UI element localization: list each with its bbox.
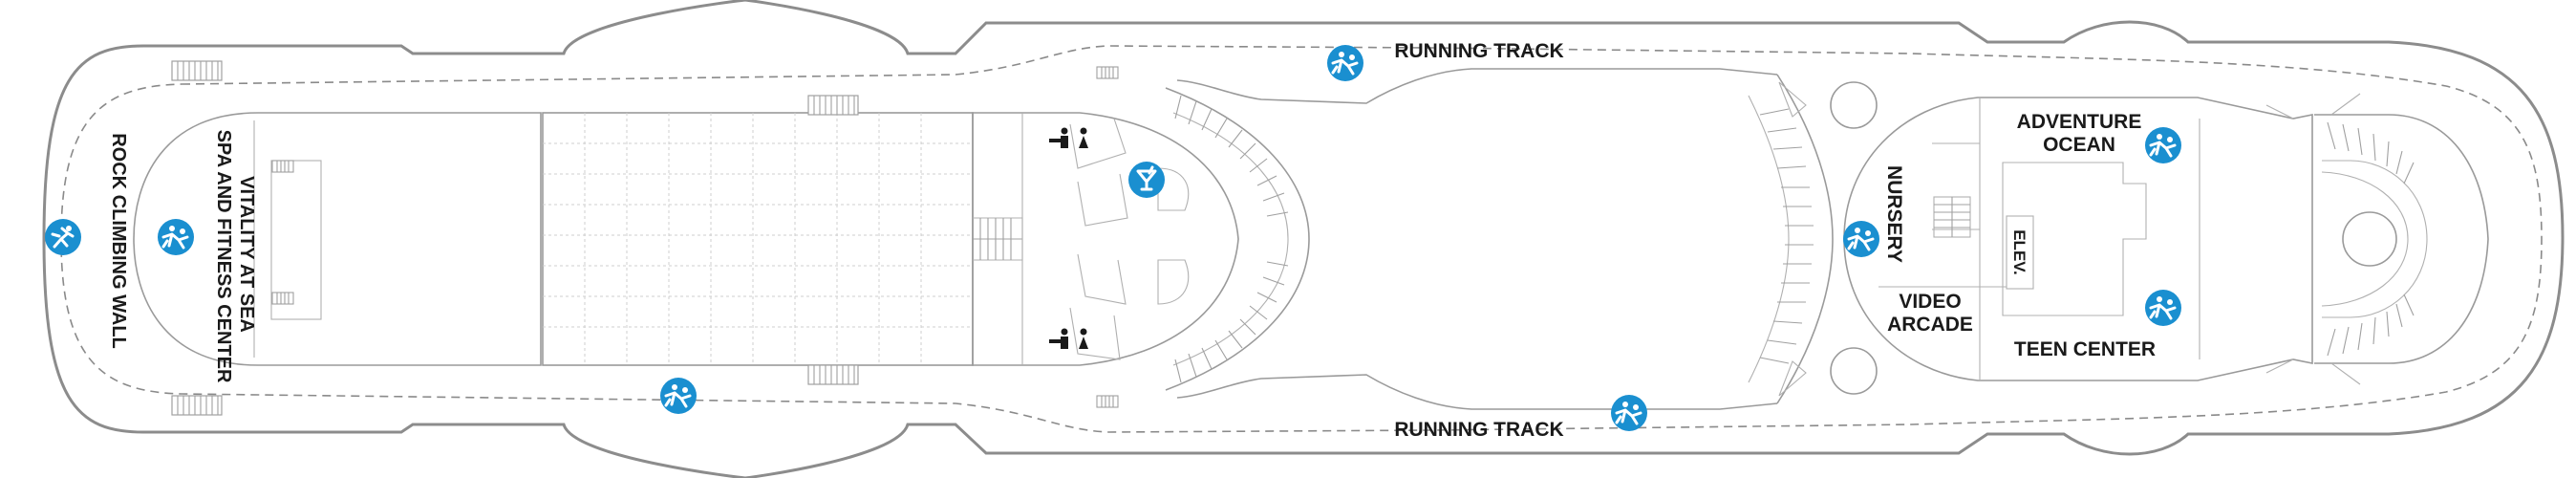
bow-stairs: [2327, 121, 2415, 357]
deck-column-top: [1830, 81, 1878, 129]
pool-stairs-left: [1174, 95, 1289, 383]
elevator-label: ELEV.: [2010, 229, 2029, 275]
bar-cocktail-icon[interactable]: [1127, 160, 1167, 200]
teen-center-label: TEEN CENTER: [2014, 338, 2156, 360]
activity-icon-track-top[interactable]: [1325, 43, 1365, 83]
running-track-label-bottom: RUNNING TRACK: [1394, 419, 1563, 441]
adventure-ocean-label-line1: ADVENTURE: [2017, 111, 2142, 133]
activity-icon-track-bottom-left[interactable]: [658, 376, 698, 416]
nursery-label: NURSERY: [1883, 165, 1905, 263]
video-arcade-label-line1: VIDEO: [1899, 291, 1961, 313]
activity-icon-spa[interactable]: [156, 217, 196, 257]
climbing-icon[interactable]: [43, 217, 83, 257]
deck-column-bottom: [1830, 347, 1878, 395]
activity-icon-adventure-ocean[interactable]: [2143, 125, 2183, 165]
running-track-label-top: RUNNING TRACK: [1394, 40, 1563, 62]
elevator-box: [2006, 215, 2034, 290]
kids-zone-outline: [1843, 97, 2313, 381]
spa-inner-box: [270, 160, 322, 320]
spa-label-line1: VITALITY AT SEA: [236, 176, 257, 333]
activity-icon-track-bottom-right[interactable]: [1609, 393, 1649, 433]
spa-label-line2: SPA AND FITNESS CENTER: [213, 130, 234, 383]
ship-hull-outline: [42, 0, 2565, 478]
running-track-path: [60, 45, 2543, 433]
bow-helipad-circle: [2342, 211, 2397, 267]
activity-icon-teen-center[interactable]: [2143, 288, 2183, 328]
grid-lines: [543, 113, 973, 365]
pool-stairs-right: [1759, 108, 1814, 364]
rock-climbing-wall-label: ROCK CLIMBING WALL: [108, 133, 129, 349]
video-arcade-label-line2: ARCADE: [1887, 314, 1973, 336]
activity-icon-nursery[interactable]: [1841, 219, 1881, 259]
spa-enclosure: [133, 112, 542, 366]
adventure-ocean-label-line2: OCEAN: [2043, 134, 2115, 156]
